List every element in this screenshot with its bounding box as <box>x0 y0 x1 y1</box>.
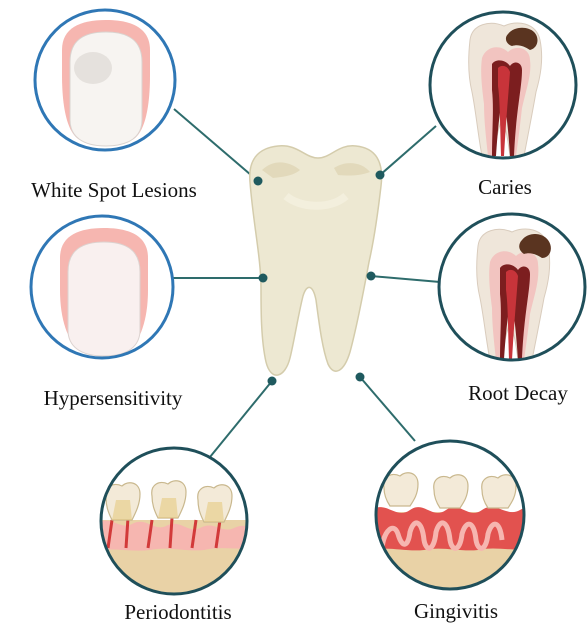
hypersensitivity-panel: Hypersensitivity <box>31 216 183 410</box>
inflamed-gums-icon <box>372 473 532 594</box>
white-spot-lesions-label: White Spot Lesions <box>31 178 197 202</box>
periodontitis-label: Periodontitis <box>124 600 231 624</box>
node-caries <box>376 171 385 180</box>
node-periodontitis <box>268 377 277 386</box>
root-decay-panel: Root Decay <box>439 214 585 405</box>
hypersensitivity-label: Hypersensitivity <box>44 386 183 410</box>
root-decay-label: Root Decay <box>468 381 568 405</box>
node-root-decay <box>367 272 376 281</box>
node-white-spot <box>254 177 263 186</box>
connector-periodontitis <box>210 381 272 457</box>
caries-panel: Caries <box>430 12 576 199</box>
periodontitis-panel: Periodontitis <box>98 448 252 624</box>
node-hypersensitivity <box>259 274 268 283</box>
caries-label: Caries <box>478 175 532 199</box>
connector-gingivitis <box>360 377 415 441</box>
central-tooth-icon <box>250 146 382 375</box>
connector-root-decay <box>371 276 440 282</box>
connector-white-spot <box>174 109 258 181</box>
node-gingivitis <box>356 373 365 382</box>
incisor-gum-icon <box>60 228 148 356</box>
gingivitis-panel: Gingivitis <box>372 441 532 623</box>
gingivitis-label: Gingivitis <box>414 599 498 623</box>
white-spot-lesions-panel: White Spot Lesions <box>31 10 197 202</box>
receded-gums-bone-loss-icon <box>98 481 252 600</box>
incisor-with-spot-icon <box>62 20 150 146</box>
connector-caries <box>380 126 436 175</box>
